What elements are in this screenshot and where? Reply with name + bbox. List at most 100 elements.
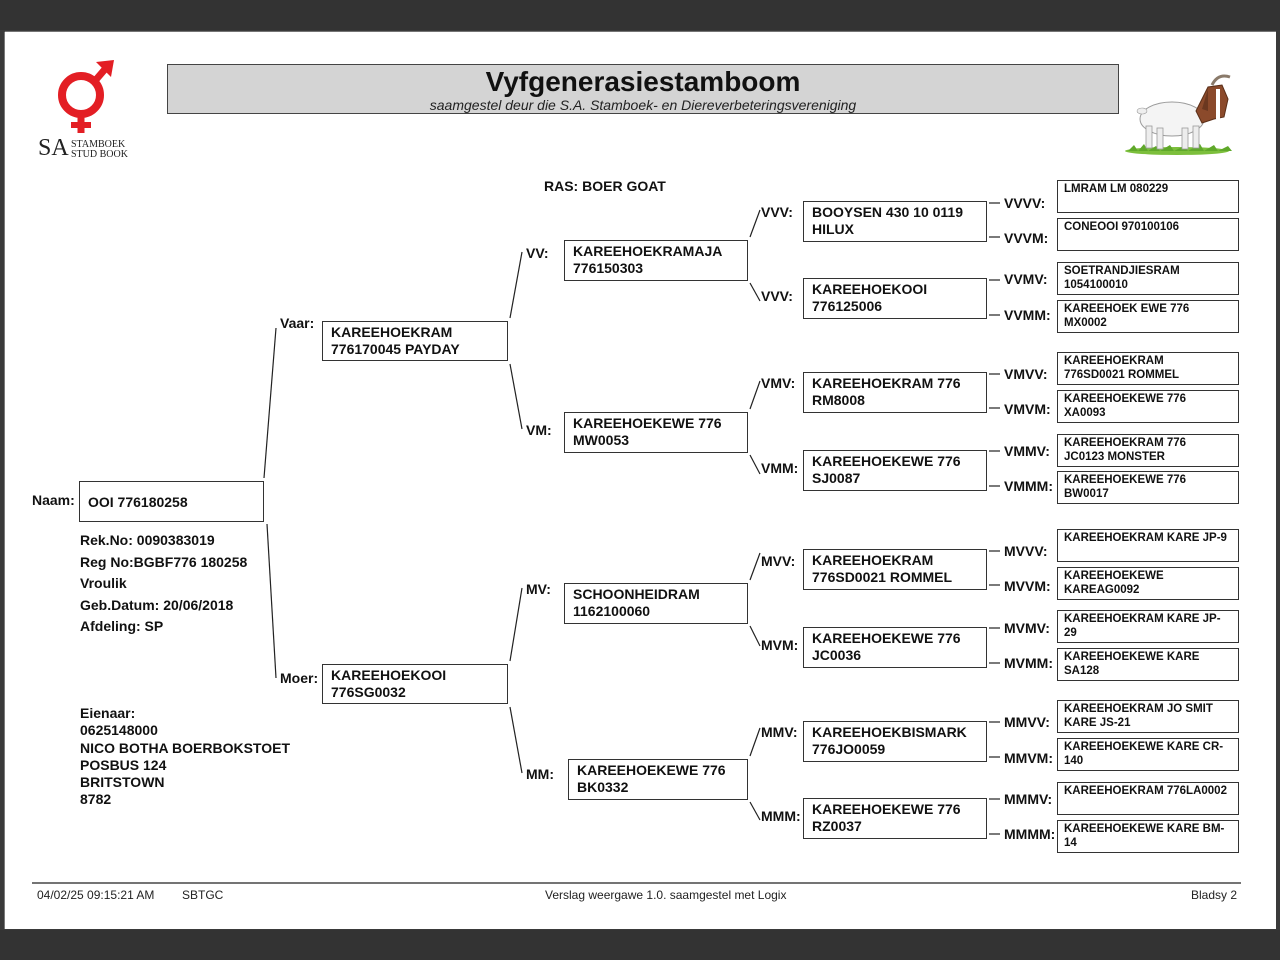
footer-page: Bladsy 2	[1191, 888, 1238, 902]
connector-line	[749, 282, 761, 302]
gen4-label: MVV:	[761, 553, 796, 569]
gen5-box: KAREEHOEKEWE KARE SA128	[1057, 648, 1239, 681]
name-label: Naam:	[32, 492, 75, 508]
connector-line	[749, 209, 761, 238]
connector-line	[266, 523, 277, 679]
gen5-label: MVMV:	[1004, 620, 1050, 636]
connector-line	[749, 727, 761, 757]
logo-letters: SA	[38, 135, 69, 161]
connector-line	[749, 552, 761, 581]
gen5-label: MVMM:	[1004, 655, 1053, 671]
gen3-label: VM:	[526, 422, 552, 438]
birth-date: Geb.Datum: 20/06/2018	[80, 596, 234, 613]
gen4-label: MVM:	[761, 637, 799, 653]
gen4-box: KAREEHOEKEWE 776 SJ0087	[803, 450, 987, 491]
gen5-box: KAREEHOEKEWE 776 XA0093	[1057, 390, 1239, 423]
gen5-label: VMMM:	[1004, 478, 1053, 494]
connector-line	[263, 327, 277, 479]
owner-number: 0625148000	[80, 722, 158, 738]
gen4-label: MMM:	[761, 808, 801, 824]
gen5-box: LMRAM LM 080229	[1057, 180, 1239, 213]
gen5-label: VVMM:	[1004, 307, 1051, 323]
connector-line	[749, 801, 761, 821]
gen5-label: VVMV:	[1004, 271, 1048, 287]
sa-stamboek-logo: SA STAMBOEK STUD BOOK	[34, 59, 144, 161]
gen5-box: KAREEHOEKEWE KARE CR- 140	[1057, 738, 1239, 771]
connector-line	[749, 625, 761, 647]
title-banner: Vyfgenerasiestamboom saamgestel deur die…	[167, 64, 1119, 114]
gen5-label: MMVV:	[1004, 714, 1050, 730]
gen5-box: KAREEHOEK EWE 776 MX0002	[1057, 300, 1239, 333]
gen5-box: CONEOOI 970100106	[1057, 218, 1239, 251]
gen5-label: MMMV:	[1004, 791, 1053, 807]
reg-no: Reg No:BGBF776 180258	[80, 553, 248, 570]
gen4-label: VMV:	[761, 375, 796, 391]
logo-text-stamboek: STAMBOEK	[71, 139, 126, 150]
gen5-label: VMVV:	[1004, 366, 1048, 382]
gen5-box: KAREEHOEKEWE KARE BM- 14	[1057, 820, 1239, 853]
gen4-box: KAREEHOEKEWE 776 JC0036	[803, 627, 987, 668]
gen5-label: MVVM:	[1004, 578, 1051, 594]
connector-line	[509, 251, 523, 319]
gen5-box: KAREEHOEKEWE KAREAG0092	[1057, 567, 1239, 600]
owner-name: NICO BOTHA BOERBOKSTOET	[80, 739, 291, 756]
gen5-box: KAREEHOEKRAM 776 JC0123 MONSTER	[1057, 434, 1239, 467]
rek-no: Rek.No: 0090383019	[80, 532, 215, 548]
animal-name-box: OOI 776180258	[79, 481, 264, 522]
page-subtitle: saamgestel deur die S.A. Stamboek- en Di…	[429, 97, 857, 113]
viewer-bottom-bar	[0, 930, 1280, 960]
footer-version: Verslag weergawe 1.0. saamgestel met Log…	[545, 888, 787, 902]
gen3-box: KAREEHOEKEWE 776 BK0332	[568, 759, 748, 800]
gen5-box: KAREEHOEKRAM KARE JP-9	[1057, 529, 1239, 562]
gen4-box: BOOYSEN 430 10 0119 HILUX	[803, 201, 987, 242]
gen3-label: MV:	[526, 581, 551, 597]
gen4-box: KAREEHOEKRAM 776 RM8008	[803, 372, 987, 413]
footer-code: SBTGC	[182, 888, 224, 902]
connector-line	[509, 587, 523, 662]
gen4-label: MMV:	[761, 724, 798, 740]
gen5-label: MMVM:	[1004, 750, 1053, 766]
gen3-box: SCHOONHEIDRAM 1162100060	[564, 583, 748, 624]
female-male-symbol-icon	[58, 60, 114, 133]
logo-text-studbook: STUD BOOK	[71, 149, 128, 160]
gen5-label: MMMM:	[1004, 826, 1056, 842]
gen3-label: VV:	[526, 245, 549, 261]
gen2-box: KAREEHOEKRAM 776170045 PAYDAY	[322, 321, 508, 361]
owner-postcode: 8782	[80, 791, 112, 807]
connector-line	[749, 454, 761, 475]
gen4-label: VMM:	[761, 460, 799, 476]
gen4-box: KAREEHOEKRAM 776SD0021 ROMMEL	[803, 549, 987, 590]
pedigree-connector-lines	[4, 31, 1276, 929]
gen2-label: Moer:	[280, 670, 319, 686]
pedigree-page: SA STAMBOEK STUD BOOK Vyfgenerasiestambo…	[4, 31, 1276, 929]
gen3-box: KAREEHOEKEWE 776 MW0053	[564, 412, 748, 453]
gen2-label: Vaar:	[280, 315, 315, 331]
gen5-label: VVVV:	[1004, 195, 1046, 211]
gen5-box: KAREEHOEKRAM KARE JP- 29	[1057, 610, 1239, 643]
page-title: Vyfgenerasiestamboom	[485, 66, 801, 97]
breed-label: RAS: BOER GOAT	[544, 178, 666, 194]
viewer-top-bar	[0, 0, 1280, 30]
gen5-box: KAREEHOEKRAM 776LA0002	[1057, 782, 1239, 815]
gen5-label: VVVM:	[1004, 230, 1049, 246]
owner-address-1: POSBUS 124	[80, 756, 167, 773]
gen4-label: VVV:	[761, 288, 793, 304]
footer-datetime: 04/02/25 09:15:21 AM	[37, 888, 155, 902]
connector-line	[509, 706, 523, 774]
gen5-label: VMMV:	[1004, 443, 1050, 459]
gen4-box: KAREEHOEKOOI 776125006	[803, 278, 987, 319]
gen3-label: MM:	[526, 766, 554, 782]
gen5-box: KAREEHOEKRAM JO SMIT KARE JS-21	[1057, 700, 1239, 733]
owner-label: Eienaar:	[80, 705, 136, 721]
owner-address-2: BRITSTOWN	[80, 774, 165, 790]
gen5-label: VMVM:	[1004, 401, 1051, 417]
connector-line	[749, 380, 761, 410]
gen3-box: KAREEHOEKRAMAJA 776150303	[564, 240, 748, 281]
gen4-box: KAREEHOEKEWE 776 RZ0037	[803, 798, 987, 839]
gen5-box: KAREEHOEKRAM 776SD0021 ROMMEL	[1057, 352, 1239, 385]
boer-goat-illustration	[1125, 74, 1232, 155]
gen5-label: MVVV:	[1004, 543, 1048, 559]
sex: Vroulik	[80, 575, 127, 591]
gen4-box: KAREEHOEKBISMARK 776JO0059	[803, 721, 987, 762]
connector-line	[509, 363, 523, 430]
